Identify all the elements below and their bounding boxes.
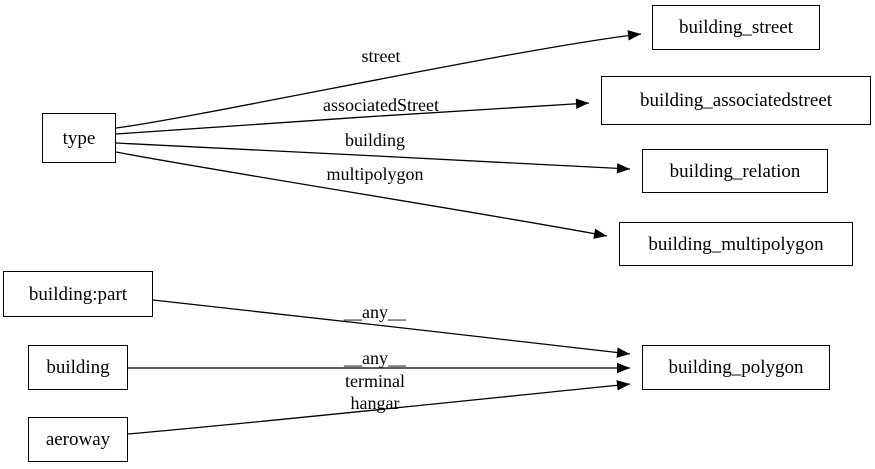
edge-label: __any__ bbox=[344, 348, 406, 368]
graph-node-building[interactable]: building bbox=[28, 345, 128, 390]
edge-label: multipolygon bbox=[326, 164, 424, 184]
graph-node-label: building_relation bbox=[669, 160, 801, 182]
arrow-head-icon bbox=[593, 228, 607, 239]
graph-node-building-relation[interactable]: building_relation bbox=[642, 149, 828, 193]
graph-node-label: building_multipolygon bbox=[648, 233, 824, 255]
arrow-head-icon bbox=[575, 98, 589, 109]
graph-edge bbox=[115, 102, 590, 135]
edge-label: building bbox=[344, 130, 406, 150]
edge-label: hangar bbox=[350, 393, 400, 413]
graph-node-label: aeroway bbox=[45, 429, 111, 450]
graph-node-building-part[interactable]: building:part bbox=[3, 271, 153, 317]
edge-label: __any__ bbox=[344, 302, 406, 322]
arrow-head-icon bbox=[616, 347, 630, 358]
graph-node-label: building:part bbox=[28, 283, 128, 305]
edge-label: associatedStreet bbox=[323, 95, 439, 115]
graph-node-building-associatedstreet[interactable]: building_associatedstreet bbox=[601, 76, 871, 125]
graph-edge bbox=[115, 33, 642, 129]
arrow-head-icon bbox=[616, 163, 630, 174]
edge-label: street bbox=[361, 46, 401, 66]
arrow-head-icon bbox=[617, 362, 630, 374]
arrow-head-icon bbox=[627, 30, 641, 41]
graph-node-label: building_street bbox=[679, 17, 793, 38]
graph-node-label: type bbox=[62, 127, 96, 149]
graph-node-building-street[interactable]: building_street bbox=[652, 5, 820, 50]
graph-node-label: building_polygon bbox=[668, 357, 804, 378]
graph-node-building-multipolygon[interactable]: building_multipolygon bbox=[619, 222, 853, 266]
graph-edge bbox=[127, 383, 631, 435]
graph-edge bbox=[115, 151, 608, 237]
edge-label: terminal bbox=[345, 371, 405, 391]
graph-node-label: building_associatedstreet bbox=[639, 90, 833, 111]
graph-edge bbox=[115, 142, 631, 170]
graph-edge bbox=[152, 299, 631, 355]
graph-node-aeroway[interactable]: aeroway bbox=[28, 417, 128, 462]
arrow-head-icon bbox=[616, 380, 630, 391]
graph-node-label: building bbox=[46, 357, 110, 378]
graph-node-type[interactable]: type bbox=[42, 113, 116, 163]
graph-node-building-polygon[interactable]: building_polygon bbox=[642, 345, 830, 390]
